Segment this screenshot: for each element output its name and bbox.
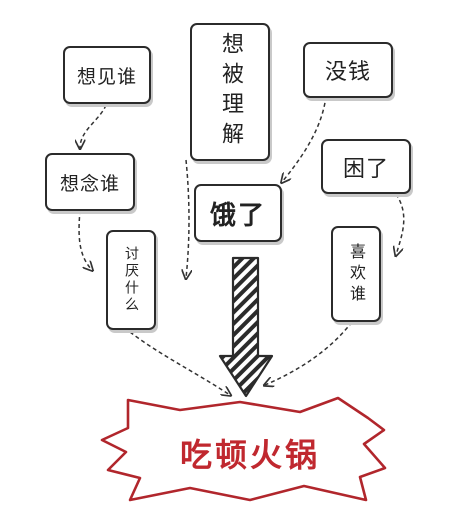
node-no-money: 没钱: [303, 42, 393, 98]
node-sleepy-label: 困了: [342, 156, 389, 182]
node-want-miss: 想念谁: [45, 153, 135, 211]
result-burst-shape: [100, 396, 387, 502]
node-hate-what-label: 讨厌什么: [123, 246, 139, 314]
node-want-see-label: 想见谁: [76, 65, 137, 88]
link-sleepy-to-like-who: [396, 193, 405, 255]
node-like-who: 喜欢谁: [331, 226, 381, 322]
link-want-miss-to-hate-what: [78, 209, 92, 270]
node-want-understood: 想被理解: [190, 23, 270, 161]
link-like-who-to-result: [265, 321, 353, 385]
link-no-money-to-hungry: [282, 95, 327, 182]
link-want-see-to-want-miss: [80, 104, 107, 148]
link-hate-what-to-result: [129, 331, 230, 395]
node-like-who-label: 喜欢谁: [347, 242, 366, 306]
node-want-see: 想见谁: [63, 46, 151, 104]
node-hungry-label: 饿了: [209, 200, 266, 231]
node-no-money-label: 没钱: [324, 60, 371, 85]
result-label: 吃顿火锅: [179, 436, 320, 474]
node-sleepy: 困了: [321, 139, 411, 194]
node-want-understood-label: 想被理解: [218, 32, 243, 152]
node-hate-what: 讨厌什么: [106, 230, 156, 330]
link-want-understood-down: [186, 159, 189, 278]
main-arrow-icon: [218, 256, 274, 398]
node-want-miss-label: 想念谁: [59, 172, 120, 195]
node-hungry: 饿了: [194, 184, 282, 242]
